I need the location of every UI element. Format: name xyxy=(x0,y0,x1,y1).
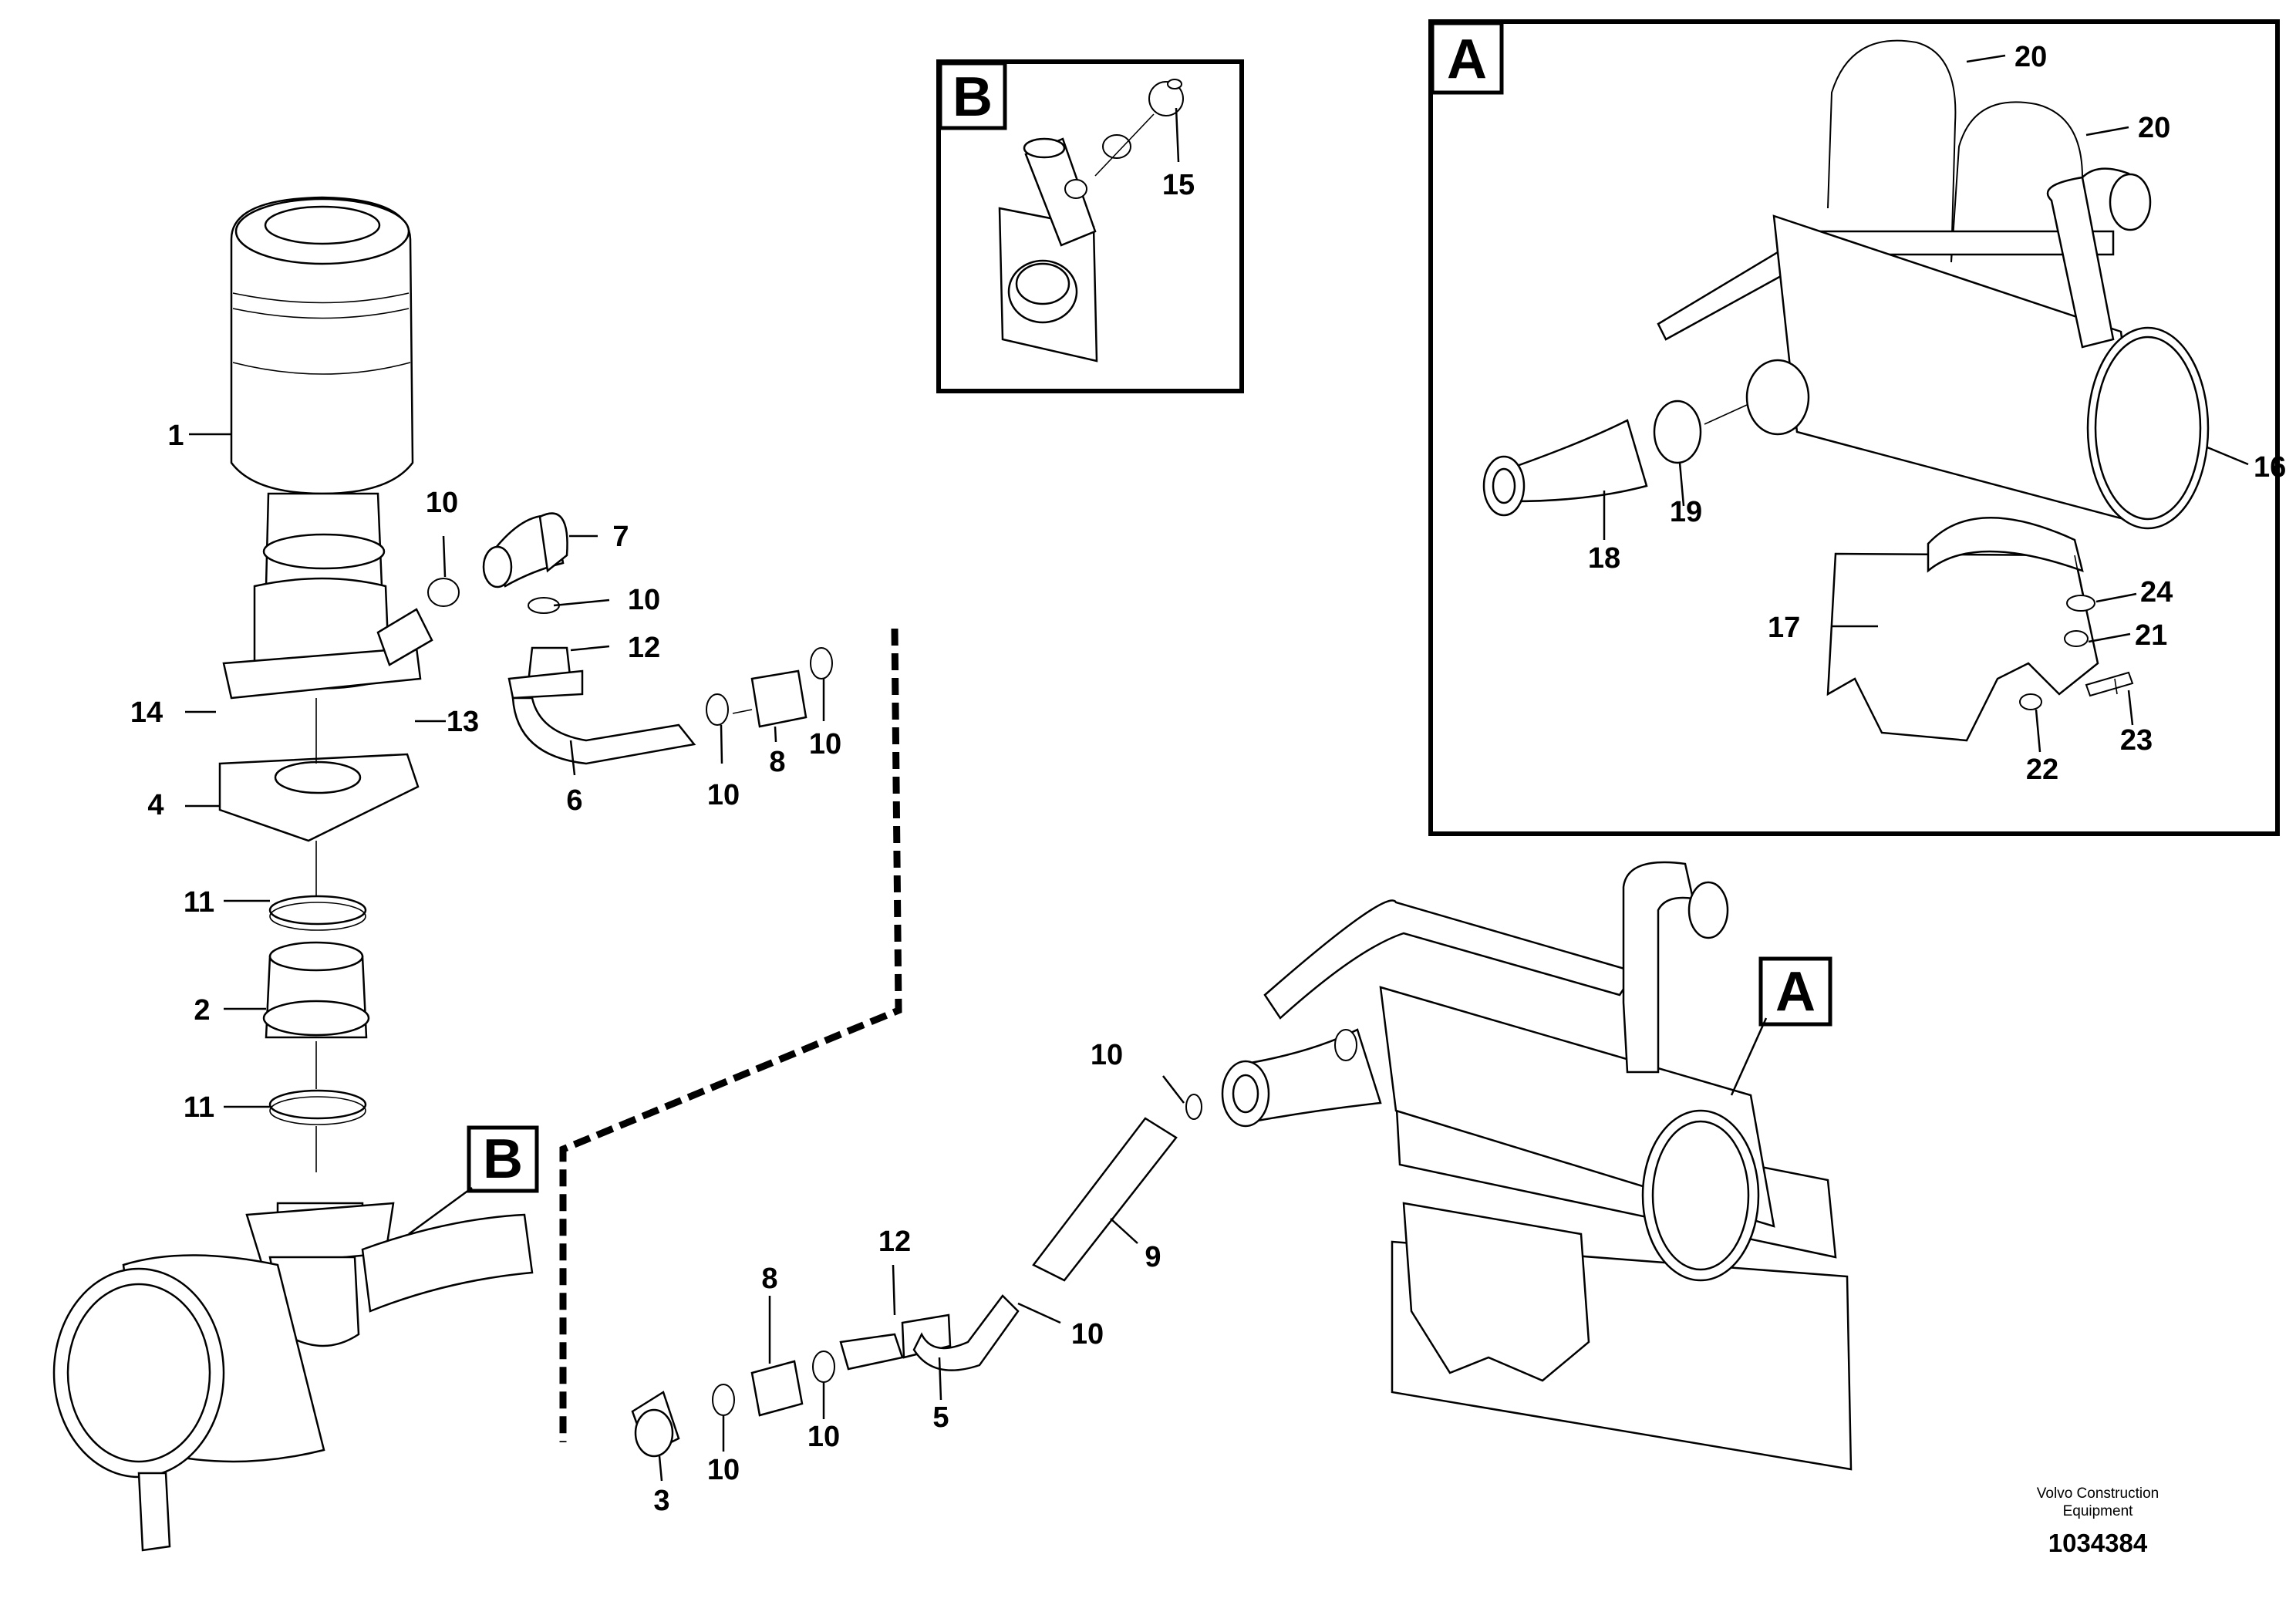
callout-19: 19 xyxy=(1670,496,1702,528)
hose-routing-dashed-line xyxy=(559,628,902,1442)
callout-8-a: 8 xyxy=(769,746,785,778)
callout-13: 13 xyxy=(447,706,479,738)
credit-line-2: Equipment xyxy=(2063,1503,2134,1519)
callout-10-d: 10 xyxy=(809,728,841,760)
mounting-bracket-4-drawing xyxy=(218,698,420,896)
callout-10-h: 10 xyxy=(707,1454,740,1486)
drawing-number: 1034384 xyxy=(2048,1529,2148,1557)
main-callouts: 1 10 7 10 12 14 13 4 6 10 8 10 11 2 11 1… xyxy=(130,420,1161,1517)
callout-10-g: 10 xyxy=(807,1421,840,1453)
lower-hose-group-drawing xyxy=(631,1094,1202,1458)
callout-4: 4 xyxy=(147,789,164,821)
main-leaders xyxy=(185,433,1185,1482)
callout-22: 22 xyxy=(2026,754,2058,786)
callout-3: 3 xyxy=(653,1485,669,1517)
callout-15: 15 xyxy=(1162,169,1195,201)
coupling-2-drawing xyxy=(262,941,370,1039)
air-filter-housing-drawing xyxy=(52,1202,534,1552)
clamp-11-upper-drawing xyxy=(268,895,367,931)
callout-10-b: 10 xyxy=(628,584,660,616)
callout-2: 2 xyxy=(194,994,210,1027)
callout-20-lower: 20 xyxy=(2138,112,2170,144)
callout-10-f: 10 xyxy=(1071,1318,1104,1351)
breather-pipe-6-and-elbow-7-drawing xyxy=(427,512,833,765)
precleaner-assembly-drawing xyxy=(222,196,433,700)
callout-16: 16 xyxy=(2254,451,2286,484)
callout-1: 1 xyxy=(167,420,184,452)
callout-10-a: 10 xyxy=(426,487,458,519)
callout-18: 18 xyxy=(1588,542,1620,575)
callout-6: 6 xyxy=(566,784,582,817)
callout-7: 7 xyxy=(612,521,629,553)
credit-line-1: Volvo Construction xyxy=(2037,1485,2159,1502)
rain-cap-assembly-drawing xyxy=(998,79,1184,363)
view-a-reference-marker: A xyxy=(1730,956,1832,1096)
view-b-reference-marker: B xyxy=(408,1125,539,1236)
view-a-reference-label: A xyxy=(1775,961,1816,1023)
detail-view-a: A xyxy=(1428,19,2286,836)
callout-10-c: 10 xyxy=(707,779,740,811)
callout-12-b: 12 xyxy=(878,1226,911,1258)
callout-23: 23 xyxy=(2120,724,2153,757)
view-b-reference-label: B xyxy=(483,1128,523,1190)
detail-view-b: B 15 xyxy=(936,59,1244,393)
callout-5: 5 xyxy=(932,1401,949,1434)
callout-20-upper: 20 xyxy=(2014,41,2047,73)
callout-8-b: 8 xyxy=(761,1263,777,1295)
callout-12-a: 12 xyxy=(628,632,660,664)
muffler-installation-drawing xyxy=(1221,861,1853,1471)
callout-9: 9 xyxy=(1145,1241,1161,1273)
callout-11-lower: 11 xyxy=(184,1091,214,1124)
muffler-assembly-drawing xyxy=(1482,39,2210,742)
callout-24: 24 xyxy=(2140,576,2173,609)
view-a-label: A xyxy=(1447,29,1487,90)
callout-14: 14 xyxy=(130,696,163,729)
drawing-credit: Volvo Construction Equipment 1034384 xyxy=(2037,1485,2159,1557)
callout-21: 21 xyxy=(2135,619,2167,652)
callout-11-upper: 11 xyxy=(184,886,214,919)
callout-10-e: 10 xyxy=(1091,1039,1123,1071)
callout-17: 17 xyxy=(1768,612,1800,644)
clamp-11-lower-drawing xyxy=(268,1041,367,1172)
view-b-label: B xyxy=(952,66,993,128)
